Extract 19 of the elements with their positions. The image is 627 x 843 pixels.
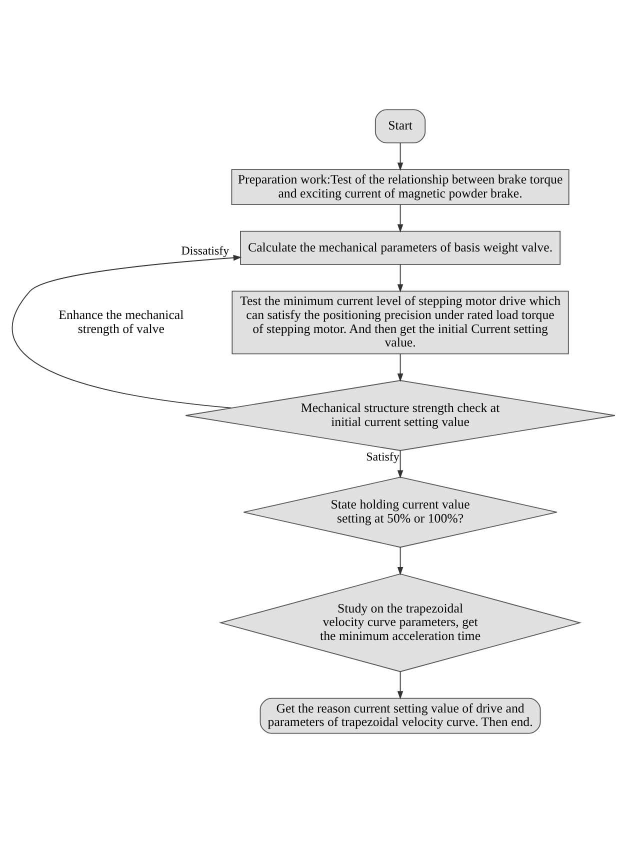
label: Enhance the mechanical strength of valve — [58, 308, 184, 336]
node-box: Test the minimum current level of stepping motor drive which can satisfy the positioning precision under rated load torque of stepping motor. And then get the initial Current setting value. — [232, 290, 569, 354]
edge-label: Satisfy — [366, 449, 400, 464]
node-box: Calculate the mechanical parameters of basis weight valve. — [240, 230, 561, 265]
node-box: Get the reason current setting value of drive and parameters of trapezoidal velocity curve. Then end. — [260, 698, 541, 734]
node-box: Preparation work:Test of the relationship between brake torque and exciting current of magnetic powder brake. — [231, 169, 570, 206]
arrow — [397, 142, 404, 171]
edge-label: Dissatisfy — [181, 244, 230, 258]
node-diamond: State holding current value setting at 50% or 100%? — [243, 476, 558, 548]
arrow — [397, 546, 404, 576]
arrow — [12, 254, 242, 408]
arrow — [397, 450, 404, 478]
arrow — [397, 264, 404, 293]
node-box: Start — [374, 109, 426, 144]
node-diamond: Study on the trapezoidal velocity curve parameters, get the minimum acceleration time — [218, 573, 582, 672]
arrow — [397, 354, 404, 382]
arrow — [397, 204, 404, 233]
arrow — [397, 671, 404, 700]
node-diamond: Mechanical structure strength check at initial current setting value — [185, 380, 616, 451]
